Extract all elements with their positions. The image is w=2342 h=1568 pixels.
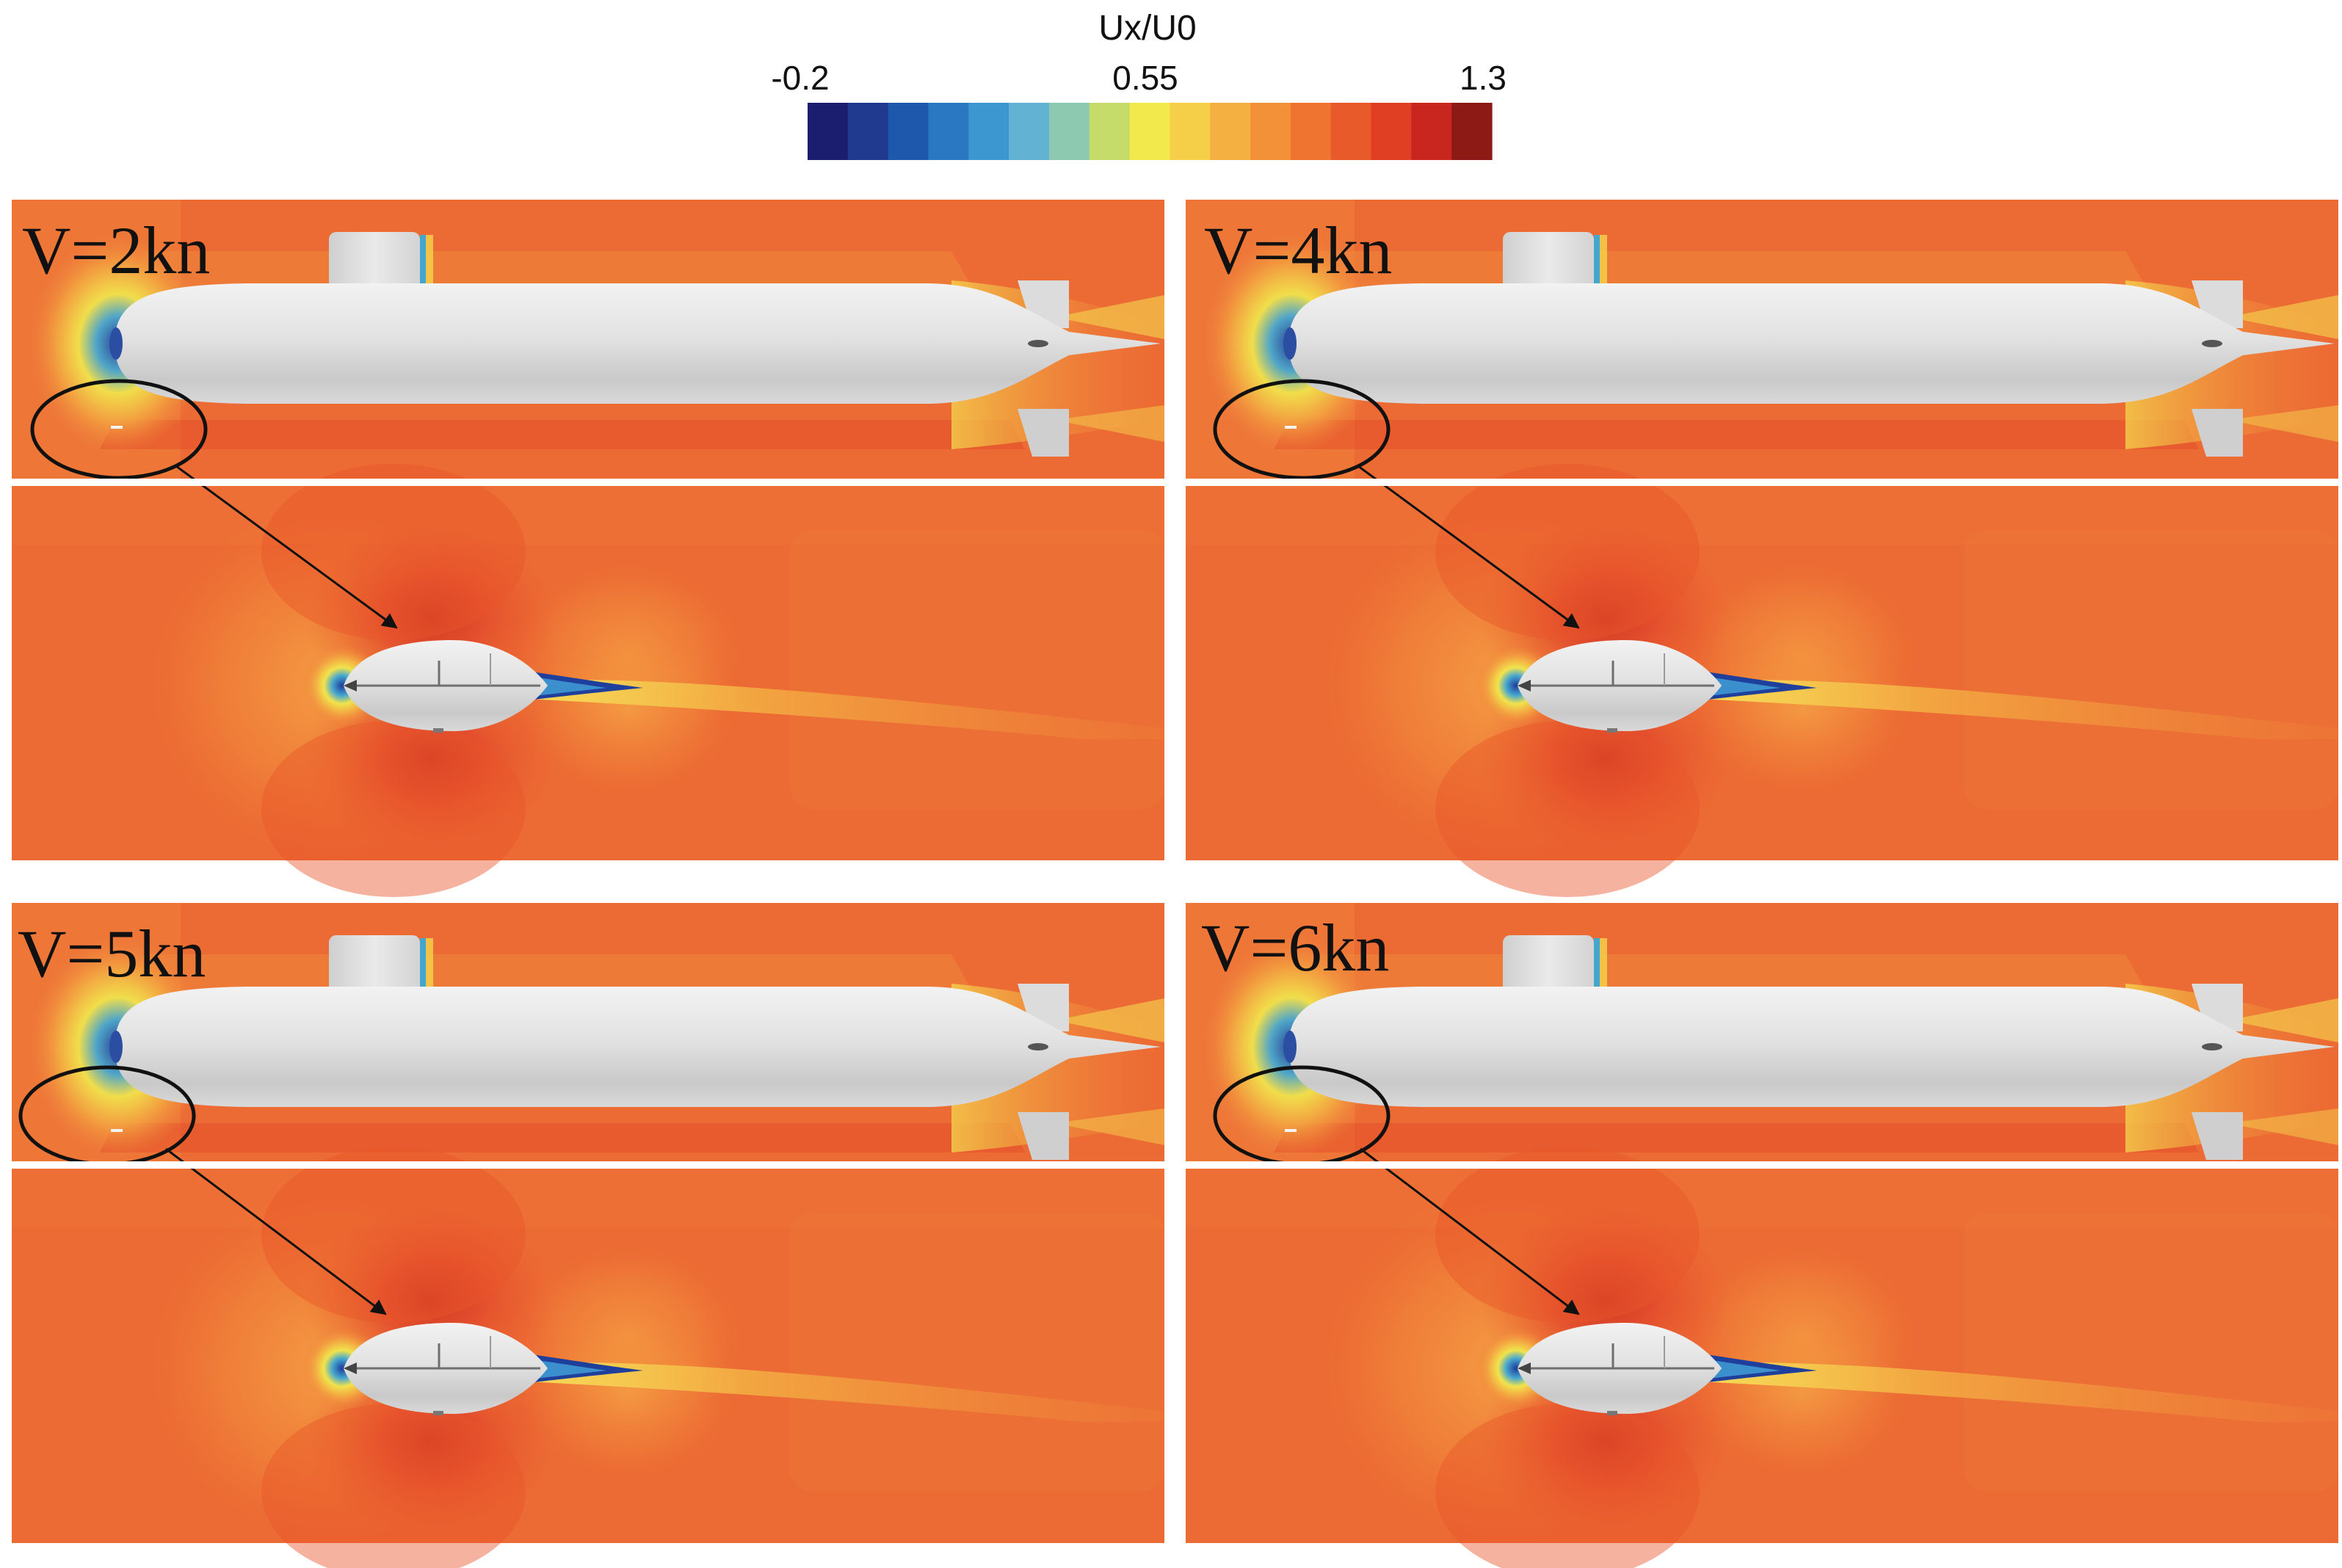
zoom-flow-field bbox=[10, 1145, 1166, 1568]
zoom-flow-field bbox=[10, 462, 1166, 899]
colorbar-swatch bbox=[1290, 103, 1332, 160]
colorbar-swatch bbox=[1129, 103, 1171, 160]
colorbar-swatches bbox=[808, 103, 1493, 160]
zoom-region-ellipse bbox=[30, 379, 208, 480]
colorbar-swatch bbox=[1048, 103, 1090, 160]
zoom-flow-field bbox=[1184, 462, 2340, 899]
zoom-arrow bbox=[1360, 1147, 1580, 1315]
colorbar-swatch bbox=[928, 103, 969, 160]
zoom-arrow bbox=[175, 465, 398, 629]
colorbar-swatch bbox=[888, 103, 929, 160]
colorbar-swatch bbox=[1371, 103, 1412, 160]
panel-5kn: V=5kn bbox=[10, 903, 1166, 1568]
colorbar-swatch bbox=[1330, 103, 1372, 160]
colorbar-swatch bbox=[808, 103, 849, 160]
colorbar-swatch bbox=[1411, 103, 1452, 160]
panel-label: V=5kn bbox=[18, 916, 206, 991]
colorbar-min-label: -0.2 bbox=[771, 59, 829, 97]
panel-label: V=2kn bbox=[22, 213, 210, 288]
panel-label: V=6kn bbox=[1201, 910, 1389, 985]
colorbar-title: Ux/U0 bbox=[1098, 9, 1196, 48]
colorbar-swatch bbox=[1210, 103, 1251, 160]
colorbar-mid-label: 0.55 bbox=[1112, 59, 1178, 97]
zoom-arrow bbox=[165, 1147, 387, 1315]
colorbar-swatch bbox=[1089, 103, 1131, 160]
zoom-arrow bbox=[1357, 465, 1580, 629]
zoom-flow-field bbox=[1184, 1145, 2340, 1568]
panel-label: V=4kn bbox=[1204, 213, 1392, 288]
panel-4kn: V=4kn bbox=[1184, 200, 2340, 899]
colorbar: Ux/U0 -0.2 0.55 1.3 bbox=[771, 9, 1507, 160]
zoom-region-ellipse bbox=[1213, 379, 1391, 480]
colorbar-swatch bbox=[1170, 103, 1211, 160]
colorbar-swatch bbox=[847, 103, 889, 160]
colorbar-swatch bbox=[1451, 103, 1493, 160]
colorbar-swatch bbox=[1250, 103, 1291, 160]
colorbar-swatch bbox=[1009, 103, 1050, 160]
panel-2kn: V=2kn bbox=[10, 200, 1166, 899]
colorbar-swatch bbox=[968, 103, 1009, 160]
panel-6kn: V=6kn bbox=[1184, 903, 2340, 1568]
colorbar-max-label: 1.3 bbox=[1460, 59, 1507, 97]
